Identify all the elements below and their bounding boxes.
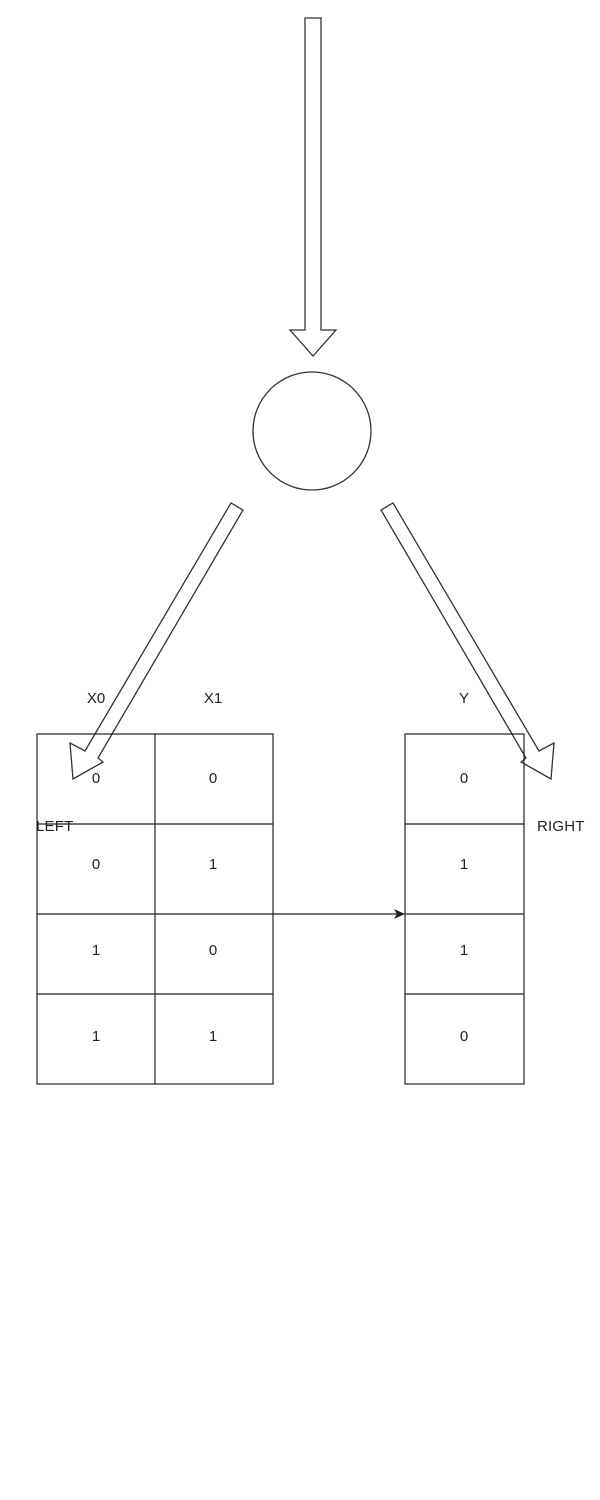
cell-y-row1: 0	[459, 770, 469, 787]
mapping-arrow	[273, 909, 405, 919]
cell-x0-row2: 0	[91, 856, 101, 873]
node-circle	[252, 371, 372, 491]
cell-x1-row3: 0	[208, 942, 218, 959]
cell-x1-row2: 1	[208, 856, 218, 873]
cell-x0-row1: 0	[91, 770, 101, 787]
input-table-grid	[36, 733, 274, 1085]
input-arrow	[288, 17, 338, 357]
cell-y-row4: 0	[459, 1028, 469, 1045]
cell-y-row3: 1	[459, 942, 469, 959]
output-table-grid	[404, 733, 525, 1085]
cell-x1-row1: 0	[208, 770, 218, 787]
left-label: LEFT	[36, 818, 74, 835]
header-y: Y	[458, 690, 469, 707]
cell-x0-row4: 1	[91, 1028, 101, 1045]
left-branch-arrow	[69, 502, 244, 781]
right-label: RIGHT	[537, 818, 585, 835]
cell-x0-row3: 1	[91, 942, 101, 959]
header-x1: X1	[203, 690, 223, 707]
cell-y-row2: 1	[459, 856, 469, 873]
header-x0: X0	[86, 690, 106, 707]
cell-x1-row4: 1	[208, 1028, 218, 1045]
right-branch-arrow	[380, 502, 555, 781]
